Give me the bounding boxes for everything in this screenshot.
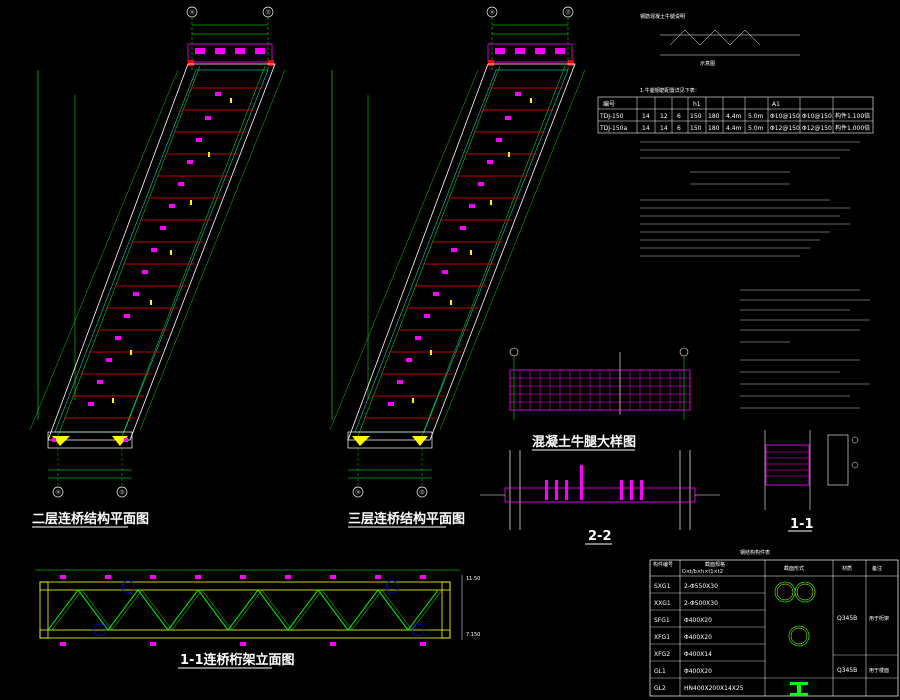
svg-text:用于楼面: 用于楼面 [869, 667, 889, 674]
svg-text:h1: h1 [693, 101, 701, 108]
elevation-dim: 7.150 [466, 632, 480, 638]
svg-text:TDJ-150: TDJ-150 [599, 113, 624, 120]
svg-text:5.0m: 5.0m [748, 125, 764, 132]
svg-text:D×t/b×h×t1×t2: D×t/b×h×t1×t2 [682, 569, 723, 575]
svg-text:GL2: GL2 [654, 685, 666, 692]
section-1-1: 1-1 [764, 430, 859, 532]
double-tube-icon [794, 581, 816, 603]
member-table-title: 钢结构构件表 [740, 549, 770, 556]
svg-text:用于桁架: 用于桁架 [869, 615, 889, 622]
section11-title: 1-1 [790, 517, 814, 532]
grid-label: ⑮ [119, 489, 124, 496]
svg-text:SXG1: SXG1 [654, 583, 671, 590]
svg-text:12: 12 [660, 113, 668, 120]
svg-text:备注: 备注 [872, 565, 882, 572]
svg-text:材质: 材质 [842, 565, 852, 572]
plan-3rd-floor: ⑭ ⑮ [329, 6, 586, 528]
svg-text:截面形式: 截面形式 [784, 565, 804, 572]
plan2-title: 二层连桥结构平面图 [32, 511, 149, 527]
svg-text:180: 180 [708, 125, 720, 132]
svg-text:HN400X200X14X25: HN400X200X14X25 [684, 685, 744, 692]
double-tube-icon [774, 581, 796, 603]
svg-text:150: 150 [690, 113, 702, 120]
bracket-title: 混凝土牛腿大样图 [532, 434, 636, 450]
svg-text:Φ400X14: Φ400X14 [684, 651, 712, 658]
svg-text:4.4m: 4.4m [726, 125, 742, 132]
tube-icon [788, 625, 810, 647]
svg-text:编号: 编号 [603, 100, 615, 108]
svg-text:180: 180 [708, 113, 720, 120]
svg-text:A1: A1 [772, 101, 780, 108]
svg-text:2-Φ500X30: 2-Φ500X30 [684, 600, 718, 607]
grid-label: ⑮ [419, 489, 424, 496]
svg-text:构件1.100倍: 构件1.100倍 [835, 112, 870, 120]
svg-text:6: 6 [677, 125, 681, 132]
h-beam-icon [790, 682, 808, 696]
truss-elevation: 11.50 7.150 1-1连桥桁架立面图 [35, 569, 480, 669]
svg-text:1.牛腿钢筋配置详见下表：: 1.牛腿钢筋配置详见下表： [640, 87, 700, 94]
svg-text:150: 150 [690, 125, 702, 132]
svg-text:Φ10@150: Φ10@150 [802, 113, 832, 120]
svg-text:Φ10@150: Φ10@150 [770, 113, 800, 120]
detail-table: 编号 h1 A1 TDJ-150 14 12 6 150 180 4.4m 5.… [597, 96, 874, 134]
svg-text:2-Φ550X30: 2-Φ550X30 [684, 583, 718, 590]
svg-text:6: 6 [677, 113, 681, 120]
svg-text:GL1: GL1 [654, 668, 666, 675]
grid-label: ⑭ [355, 489, 360, 496]
svg-text:XXG1: XXG1 [654, 600, 671, 607]
section22-title: 2-2 [588, 529, 612, 544]
svg-text:14: 14 [642, 125, 650, 132]
svg-text:Φ400X20: Φ400X20 [684, 617, 712, 624]
svg-text:示意图: 示意图 [700, 60, 715, 67]
svg-text:TDJ-150a: TDJ-150a [599, 125, 627, 132]
svg-text:截面规格: 截面规格 [705, 561, 725, 568]
svg-text:构件1.000倍: 构件1.000倍 [835, 124, 870, 132]
svg-text:14: 14 [642, 113, 650, 120]
grid-label: ⑮ [565, 9, 570, 16]
svg-text:XFG2: XFG2 [654, 651, 670, 658]
svg-text:Φ12@150: Φ12@150 [770, 125, 800, 132]
elevation-title: 1-1连桥桁架立面图 [180, 652, 295, 668]
svg-text:钢筋混凝土牛腿说明: 钢筋混凝土牛腿说明 [640, 13, 685, 20]
concrete-bracket-detail: 混凝土牛腿大样图 [509, 347, 691, 451]
svg-text:Q345B: Q345B [837, 615, 857, 622]
plan-2nd-floor: ⑭ ⑮ [29, 6, 286, 528]
svg-text:Φ400X20: Φ400X20 [684, 668, 712, 675]
grid-label: ⑭ [189, 9, 194, 16]
grid-label: ⑭ [55, 489, 60, 496]
grid-label: ⑭ [489, 9, 494, 16]
svg-text:XFG1: XFG1 [654, 634, 670, 641]
plan3-title: 三层连桥结构平面图 [348, 511, 465, 527]
svg-text:构件编号: 构件编号 [653, 561, 673, 568]
svg-text:Φ400X20: Φ400X20 [684, 634, 712, 641]
svg-text:14: 14 [660, 125, 668, 132]
svg-text:SFG1: SFG1 [654, 617, 670, 624]
svg-text:Φ12@150: Φ12@150 [802, 125, 832, 132]
grid-label: ⑮ [265, 9, 270, 16]
top-right-detail: 钢筋混凝土牛腿说明 示意图 1.牛腿钢筋配置详见下表： 编号 h1 A1 TDJ… [597, 13, 874, 409]
svg-text:4.4m: 4.4m [726, 113, 742, 120]
member-table: 钢结构构件表 构件编号 截面规格 D×t/b×h×t1×t2 截面形式 材质 备… [649, 549, 899, 697]
svg-text:5.0m: 5.0m [748, 113, 764, 120]
svg-text:Q345B: Q345B [837, 667, 857, 674]
elevation-dim: 11.50 [466, 576, 480, 582]
section-2-2: 2-2 [480, 450, 720, 545]
